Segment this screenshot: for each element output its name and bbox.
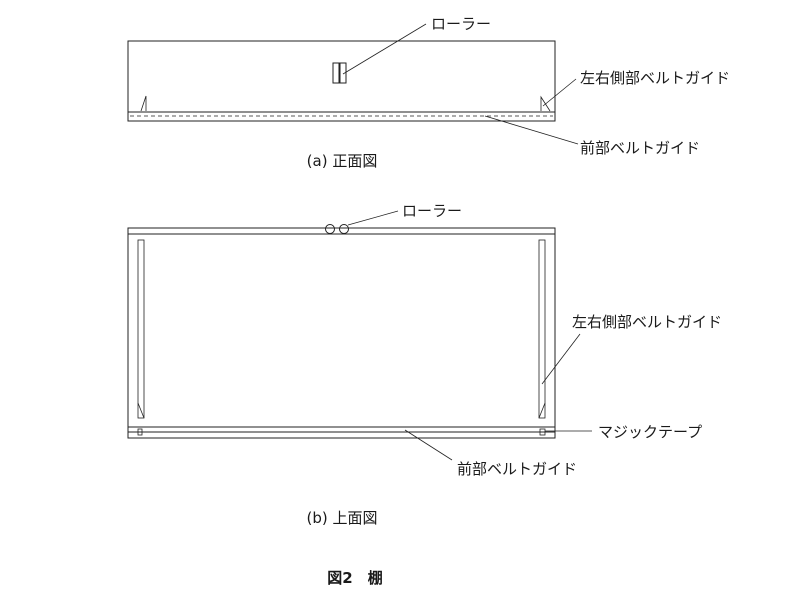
front-view-caption: (a) 正面図 bbox=[307, 152, 378, 170]
side-guide-right bbox=[540, 95, 551, 112]
shelf-front-outline bbox=[127, 40, 556, 122]
roller-circle-left bbox=[325, 224, 335, 234]
side-guide-left bbox=[137, 239, 145, 419]
roller-leader bbox=[342, 23, 427, 75]
roller-leader bbox=[347, 210, 399, 226]
top-view: ローラー 左右側部ベルトガイド マジックテープ 前部ベルトガイド (b) 上面図 bbox=[127, 202, 722, 527]
side-guide-leader bbox=[541, 333, 581, 385]
velcro-left bbox=[137, 428, 143, 436]
side-guide-left-tip bbox=[137, 402, 145, 419]
side-guide-left bbox=[140, 95, 147, 112]
side-guide-right bbox=[538, 239, 546, 419]
front-guide-label: 前部ベルトガイド bbox=[457, 460, 577, 478]
roller-left bbox=[332, 62, 340, 84]
velcro-label: マジックテープ bbox=[598, 423, 702, 441]
side-guide-leader bbox=[542, 78, 577, 107]
front-guide-leader bbox=[484, 115, 579, 145]
side-guide-label: 左右側部ベルトガイド bbox=[580, 69, 730, 87]
roller-label: ローラー bbox=[431, 15, 491, 33]
top-view-caption: (b) 上面図 bbox=[307, 509, 378, 527]
velcro-right bbox=[539, 428, 546, 436]
shelf-top-outline bbox=[127, 227, 556, 439]
front-guide-label: 前部ベルトガイド bbox=[580, 139, 700, 157]
side-guide-right-tip bbox=[538, 402, 546, 419]
front-guide-leader bbox=[404, 429, 453, 461]
side-guide-label: 左右側部ベルトガイド bbox=[572, 313, 722, 331]
roller-right bbox=[339, 62, 347, 84]
front-view: ローラー 左右側部ベルトガイド 前部ベルトガイド (a) 正面図 bbox=[127, 15, 730, 170]
figure-title: 図2 棚 bbox=[327, 569, 382, 587]
roller-circle-right bbox=[339, 224, 349, 234]
roller-label: ローラー bbox=[402, 202, 462, 220]
